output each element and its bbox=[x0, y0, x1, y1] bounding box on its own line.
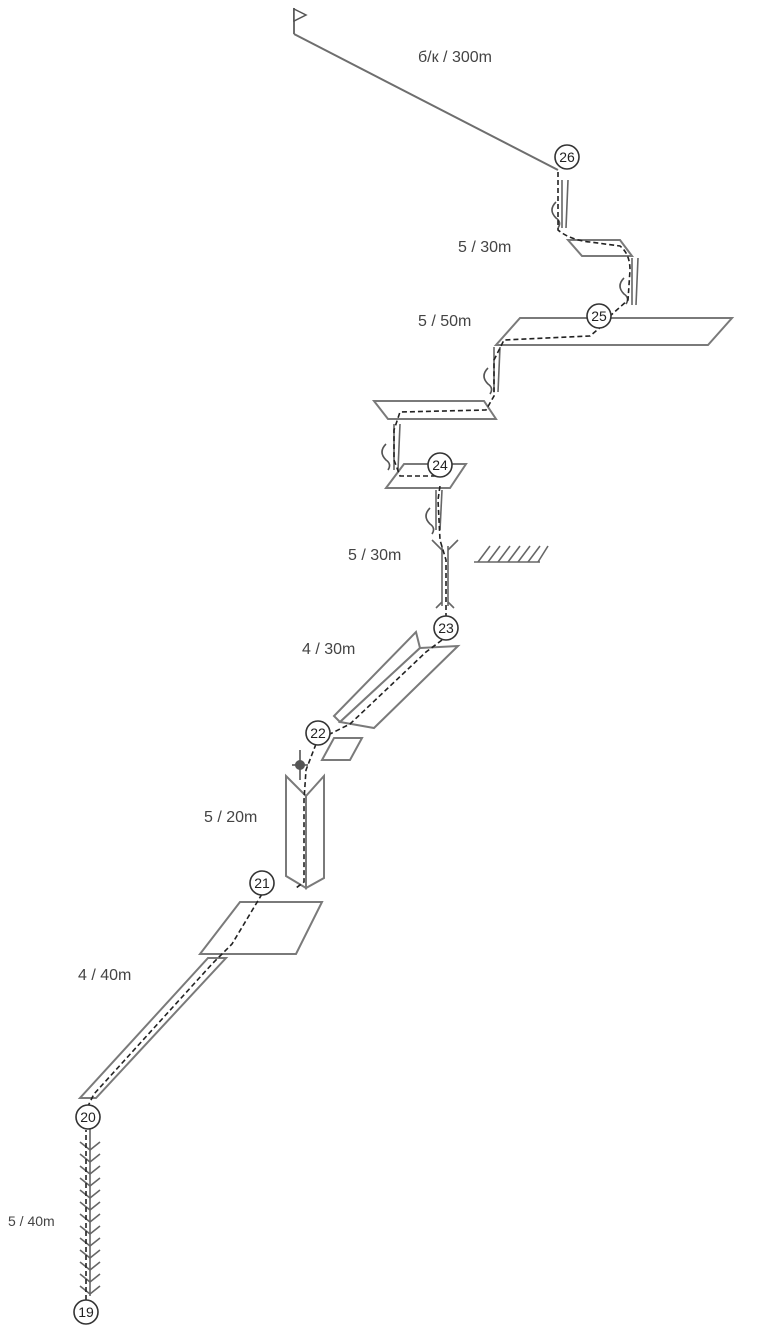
pitch-label-19-20: 5 / 40m bbox=[8, 1213, 55, 1229]
station-marker-23: 23 bbox=[433, 615, 459, 641]
svg-text:26: 26 bbox=[559, 149, 575, 165]
station-marker-20: 20 bbox=[75, 1104, 101, 1130]
pitch-label-21-22: 5 / 20m bbox=[204, 809, 257, 826]
pitch-20-21-features bbox=[77, 893, 324, 1107]
svg-text:24: 24 bbox=[432, 457, 448, 473]
pitch-label-24-25: 5 / 50m bbox=[418, 313, 471, 330]
station-marker-19: 19 bbox=[73, 1299, 99, 1325]
svg-text:25: 25 bbox=[591, 308, 607, 324]
ridge-line bbox=[293, 33, 559, 171]
pitch-24-25-features bbox=[371, 317, 735, 489]
svg-text:23: 23 bbox=[438, 620, 454, 636]
station-marker-24: 24 bbox=[427, 452, 453, 478]
station-marker-26: 26 bbox=[554, 144, 580, 170]
pitch-22-23-features bbox=[320, 630, 461, 761]
station-marker-25: 25 bbox=[586, 303, 612, 329]
station-marker-22: 22 bbox=[305, 720, 331, 746]
station-marker-21: 21 bbox=[249, 870, 275, 896]
pitch-25-26-features bbox=[551, 172, 639, 317]
flag-icon bbox=[293, 7, 308, 34]
svg-text:21: 21 bbox=[254, 875, 270, 891]
svg-text:20: 20 bbox=[80, 1109, 96, 1125]
pitch-label-20-21: 4 / 40m bbox=[78, 967, 131, 984]
svg-text:22: 22 bbox=[310, 725, 326, 741]
ledge-hatch bbox=[474, 545, 549, 563]
pitch-label-25-26: 5 / 30m bbox=[458, 239, 511, 256]
svg-text:19: 19 bbox=[78, 1304, 94, 1320]
pitch-label-26-summit: б/к / 300m bbox=[418, 49, 492, 66]
pitch-label-22-23: 4 / 30m bbox=[302, 641, 355, 658]
pitch-19-20-features bbox=[79, 1128, 101, 1300]
pitch-21-22-features bbox=[285, 743, 325, 890]
pitch-label-23-24: 5 / 30m bbox=[348, 547, 401, 564]
pitch-23-24-features bbox=[425, 485, 549, 618]
piton-icon bbox=[292, 750, 308, 780]
